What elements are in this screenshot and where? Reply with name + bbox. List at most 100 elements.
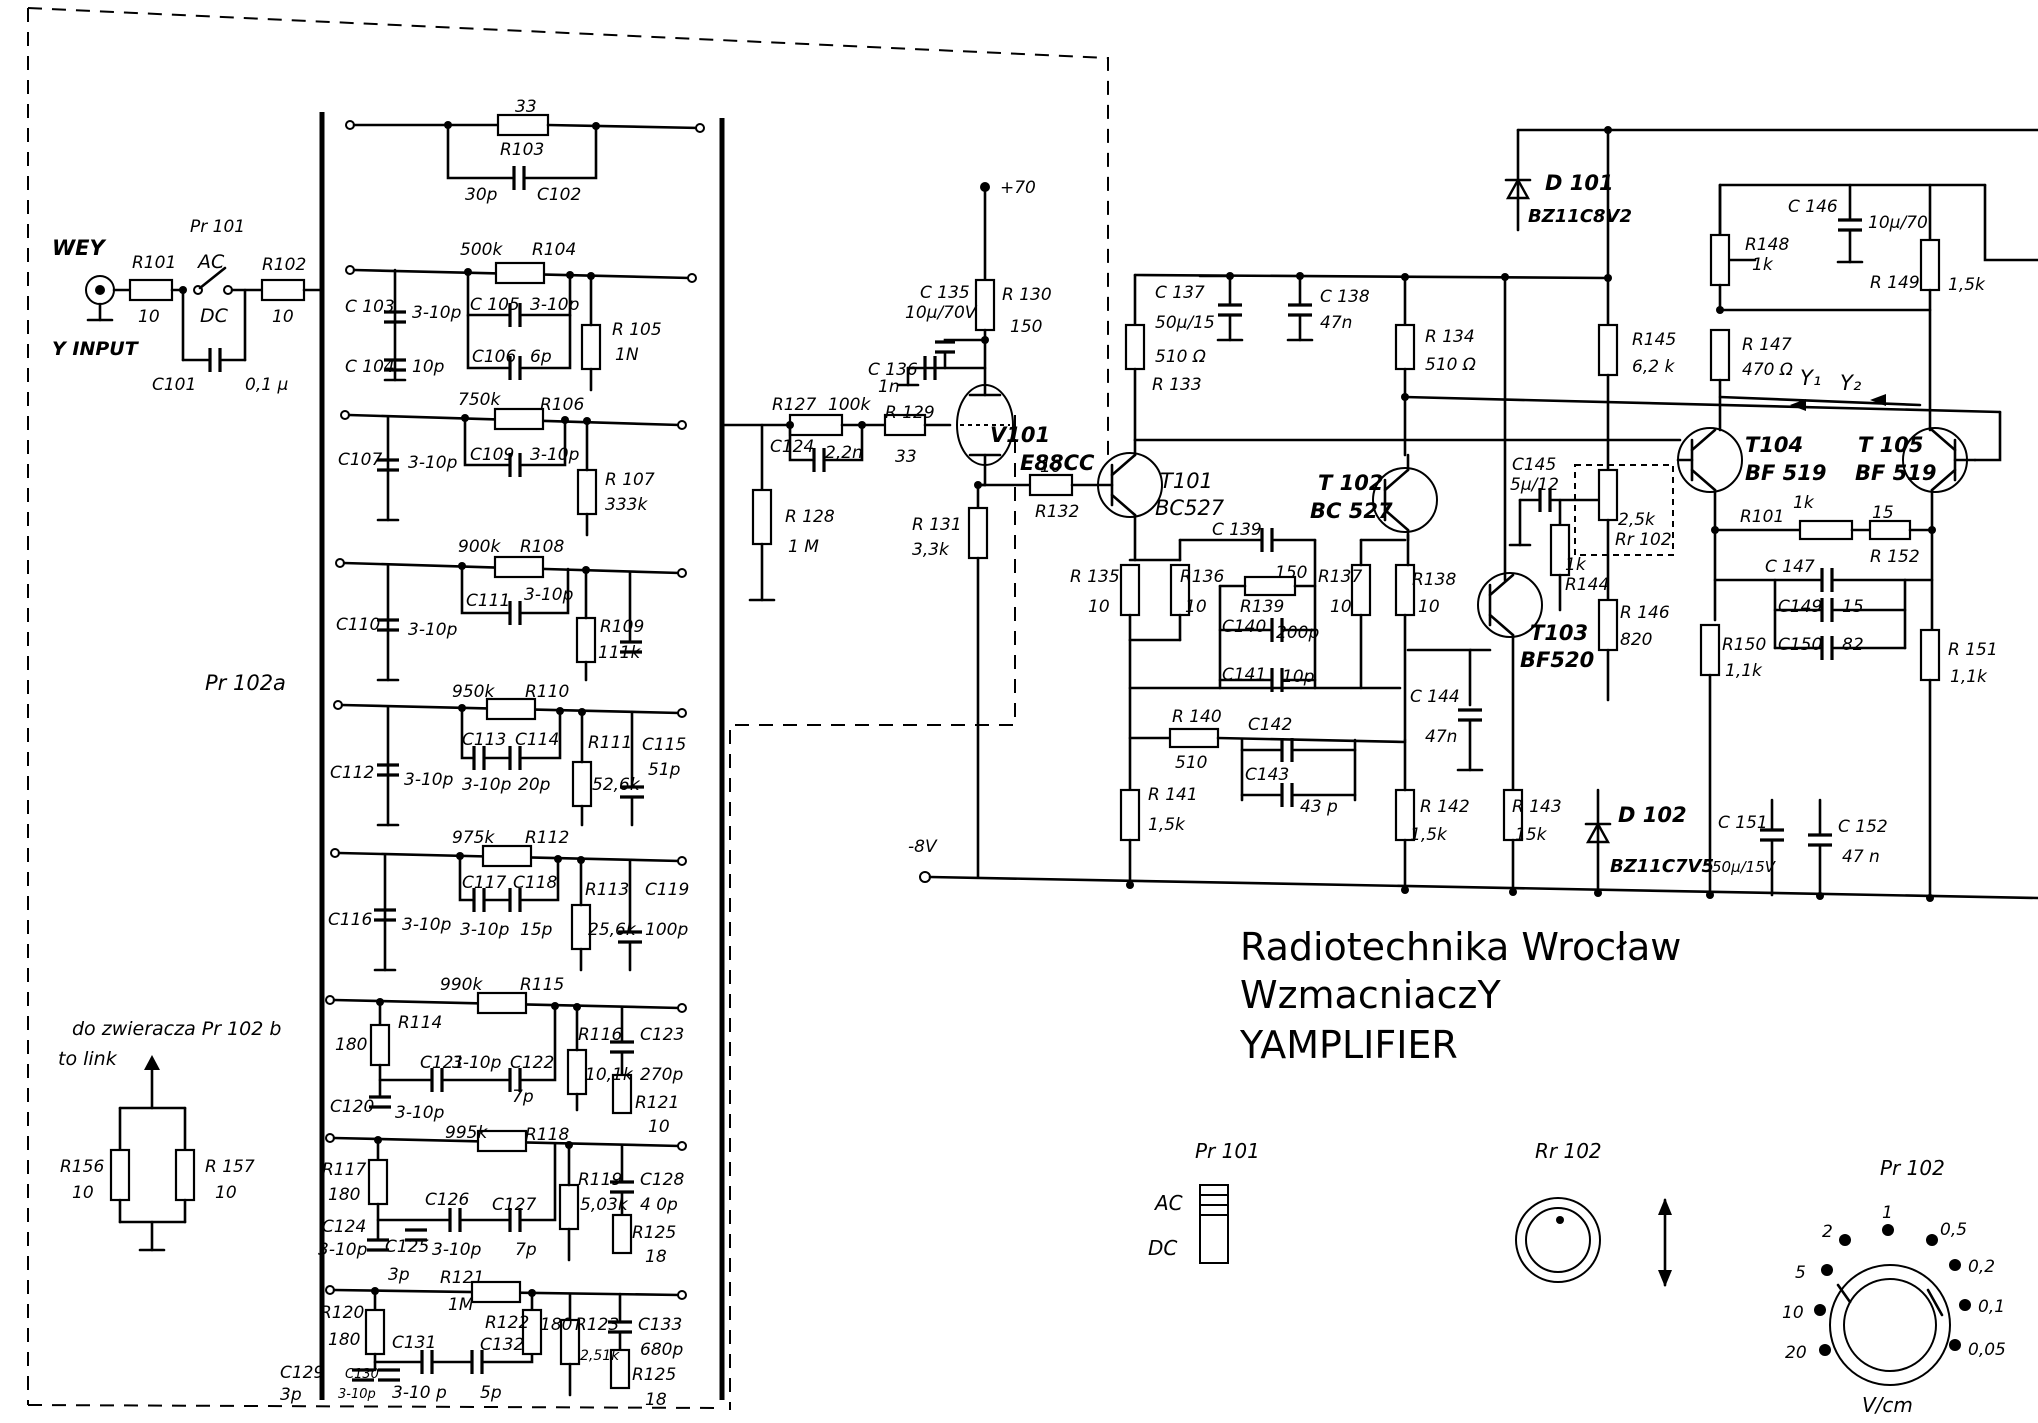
svg-text:1k: 1k	[1793, 493, 1815, 513]
svg-text:Y₁: Y₁	[1800, 366, 1821, 390]
att-row-7	[325, 1129, 687, 1262]
att-row-4	[333, 697, 687, 827]
svg-text:R156: R156	[60, 1157, 104, 1177]
svg-text:C122: C122	[510, 1053, 554, 1073]
svg-text:V/cm: V/cm	[1862, 1393, 1913, 1417]
labels-attenuator: Pr 102a 33 R103 30p C102 500k R104 R 105…	[205, 97, 689, 1410]
att-row-8	[325, 1280, 687, 1397]
svg-text:C113: C113	[462, 730, 506, 750]
svg-text:C120: C120	[330, 1097, 374, 1117]
svg-text:2,5k: 2,5k	[1618, 510, 1656, 530]
svg-text:C121: C121	[420, 1053, 464, 1073]
svg-text:C 138: C 138	[1320, 287, 1370, 307]
svg-text:900k: 900k	[458, 537, 501, 557]
ac-label: AC	[196, 251, 225, 273]
svg-text:200p: 200p	[1276, 623, 1319, 643]
svg-text:BF 519: BF 519	[1745, 461, 1827, 485]
svg-text:180: 180	[328, 1185, 360, 1205]
svg-text:R 143: R 143	[1512, 797, 1562, 817]
svg-text:R123: R123	[575, 1315, 619, 1335]
svg-text:3-10p: 3-10p	[338, 1387, 376, 1402]
svg-text:20p: 20p	[518, 775, 551, 795]
svg-text:50µ/15V: 50µ/15V	[1712, 858, 1777, 876]
wey-label: WEY	[52, 236, 107, 260]
svg-text:BZ11C8V2: BZ11C8V2	[1528, 206, 1632, 227]
svg-text:3,3k: 3,3k	[912, 540, 950, 560]
svg-text:1k: 1k	[1565, 555, 1587, 575]
svg-text:Pr 101: Pr 101	[1195, 1139, 1260, 1163]
svg-text:1N: 1N	[615, 345, 639, 365]
svg-text:R120: R120	[320, 1303, 364, 1323]
svg-text:33: 33	[895, 447, 917, 467]
svg-text:+70: +70	[1000, 178, 1036, 198]
svg-text:3-10p: 3-10p	[412, 303, 462, 323]
svg-text:10p: 10p	[1282, 667, 1315, 687]
svg-text:6,2 k: 6,2 k	[1632, 357, 1675, 377]
svg-text:50µ/15: 50µ/15	[1155, 313, 1215, 333]
svg-text:C116: C116	[328, 910, 373, 930]
labels-link: do zwieracza Pr 102 b to link R156 10 R …	[58, 1018, 281, 1203]
svg-text:R 152: R 152	[1870, 547, 1920, 567]
svg-text:C102: C102	[537, 185, 581, 205]
input-section	[85, 266, 324, 372]
svg-text:R 129: R 129	[885, 403, 935, 423]
svg-text:R103: R103	[500, 140, 544, 160]
svg-text:T103: T103	[1530, 621, 1588, 645]
svg-text:R144: R144	[1565, 575, 1609, 595]
svg-text:1M: 1M	[448, 1295, 474, 1315]
svg-text:R 131: R 131	[912, 515, 962, 535]
svg-text:10: 10	[1185, 597, 1207, 617]
front-panel	[1199, 1184, 1971, 1386]
svg-text:R 149: R 149	[1870, 273, 1920, 293]
attenuator-rows	[325, 261, 697, 1397]
svg-text:10: 10	[138, 307, 160, 327]
svg-text:100p: 100p	[645, 920, 688, 940]
svg-text:111k: 111k	[598, 643, 641, 663]
svg-text:10: 10	[1088, 597, 1110, 617]
link-resistors	[109, 1055, 196, 1252]
attenuator-bus	[319, 112, 725, 1400]
svg-text:C128: C128	[640, 1170, 685, 1190]
svg-text:2: 2	[1822, 1222, 1833, 1242]
svg-text:R138: R138	[1412, 570, 1456, 590]
svg-text:150: 150	[1275, 563, 1307, 583]
svg-text:R136: R136	[1180, 567, 1224, 587]
svg-text:10µ/70: 10µ/70	[1868, 213, 1928, 233]
svg-text:333k: 333k	[605, 495, 648, 515]
labels-input: WEY Y INPUT Pr 101 AC DC R101 10 R102 10…	[52, 217, 306, 395]
svg-text:3-10p: 3-10p	[462, 775, 512, 795]
svg-text:R 128: R 128	[785, 507, 835, 527]
svg-text:7p: 7p	[515, 1240, 537, 1260]
svg-text:R145: R145	[1632, 330, 1676, 350]
title-line-3: YAMPLIFIER	[1239, 1023, 1458, 1067]
att-row-6	[325, 991, 687, 1115]
svg-text:do zwieracza Pr 102 b: do zwieracza Pr 102 b	[72, 1018, 281, 1040]
title-line-2: WzmacniaczY	[1240, 973, 1501, 1017]
att-row-2	[340, 407, 687, 537]
svg-text:C 135: C 135	[920, 283, 970, 303]
svg-text:10: 10	[1330, 597, 1352, 617]
svg-text:3-10p: 3-10p	[408, 453, 458, 473]
svg-text:3-10p: 3-10p	[432, 1240, 482, 1260]
svg-text:T104: T104	[1745, 433, 1803, 457]
svg-text:52,6k: 52,6k	[592, 775, 641, 795]
svg-text:BF 519: BF 519	[1855, 461, 1937, 485]
att-row-3	[335, 555, 687, 682]
svg-text:R 146: R 146	[1620, 603, 1670, 623]
svg-text:R109: R109	[600, 617, 644, 637]
rr102-knob-icon	[1515, 1197, 1601, 1283]
svg-text:C 105: C 105	[470, 295, 520, 315]
svg-text:C150: C150	[1778, 635, 1822, 655]
supply-rails	[919, 126, 2038, 900]
svg-text:R112: R112	[525, 828, 569, 848]
svg-text:C109: C109	[470, 445, 514, 465]
t102-transistor	[1372, 467, 1438, 533]
svg-text:R139: R139	[1240, 597, 1284, 617]
svg-text:10: 10	[1418, 597, 1440, 617]
transistor-stage	[1096, 183, 2002, 902]
svg-text:R148: R148	[1745, 235, 1789, 255]
svg-text:R106: R106	[540, 395, 584, 415]
svg-text:C107: C107	[338, 450, 383, 470]
svg-text:R116: R116	[578, 1025, 622, 1045]
